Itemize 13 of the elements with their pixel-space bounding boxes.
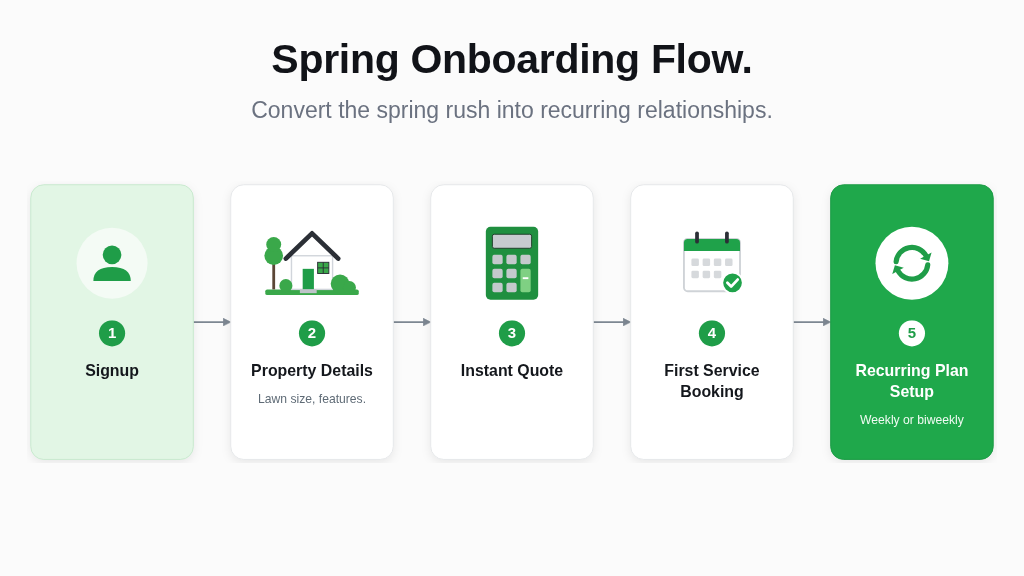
step-description: Lawn size, features.: [257, 392, 368, 408]
step-title: Property Details: [250, 361, 374, 382]
step-title: Signup: [84, 361, 140, 382]
step-title: Recurring Plan Setup: [854, 361, 970, 403]
diagram-title: Spring Onboarding Flow.: [271, 36, 753, 83]
arrow: [192, 317, 232, 327]
arrow: [392, 317, 432, 327]
step-description: Weekly or biweekly: [859, 412, 965, 429]
arrow: [592, 317, 632, 327]
arrow: [792, 317, 831, 327]
step-title: Instant Quote: [459, 361, 565, 382]
subtitle: Convert the spring rush into recurring relationships.: [251, 97, 773, 124]
step-title: First Service Booking: [663, 361, 761, 403]
